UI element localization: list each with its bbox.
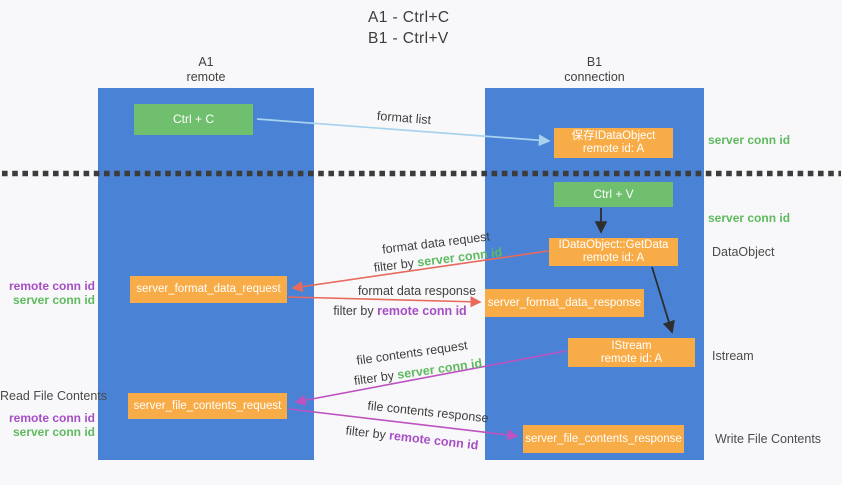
server-format-data-request-label: server_format_data_request (136, 283, 281, 295)
remote-conn-id-annotation-1: remote conn id (8, 279, 95, 293)
server-file-contents-response-label: server_file_contents_response (525, 432, 682, 445)
server-format-data-response-box: server_format_data_response (485, 289, 644, 317)
server-conn-id-annotation-left-1: server conn id (12, 293, 95, 307)
lifeline-a1-name: A1 (198, 55, 214, 69)
title-line-ctrl-c: A1 - Ctrl+C (368, 9, 450, 26)
arrow-getdata-to-istream (651, 266, 675, 334)
filter-by-remote-conn-id-label-1: filter by remote conn id (333, 304, 466, 318)
arrow-format-list (256, 118, 551, 147)
save-idataobject-box: 保存IDataObject remote id: A (554, 128, 673, 158)
arrow-format-data-request (291, 250, 549, 293)
idataobject-getdata-line2: remote id: A (582, 252, 645, 264)
format-data-response-label: format data response (357, 284, 477, 298)
arrow-file-contents-request (294, 350, 567, 406)
arrow-format-data-response (287, 296, 482, 308)
lifeline-a1-role: remote (186, 70, 226, 84)
ctrl-v-label: Ctrl + V (593, 187, 634, 201)
idataobject-getdata-line1: IDataObject::GetData (558, 239, 669, 251)
server-conn-id-annotation-left-2: server conn id (12, 425, 95, 439)
filter-by-text: filter by (333, 304, 378, 318)
lifeline-header-a1: A1 remote (98, 55, 314, 85)
server-file-contents-response-box: server_file_contents_response (523, 425, 684, 453)
save-idataobject-line1: 保存IDataObject (571, 130, 656, 142)
server-format-data-response-label: server_format_data_response (487, 296, 642, 309)
istream-line1: IStream (611, 339, 652, 352)
server-conn-id-annotation-mid: server conn id (708, 211, 791, 225)
server-file-contents-request-box: server_file_contents_request (128, 393, 287, 419)
arrow-file-contents-response (288, 408, 519, 441)
write-file-contents-annotation: Write File Contents (715, 432, 822, 446)
lifeline-b1-role: connection (564, 70, 625, 84)
server-file-contents-request-label: server_file_contents_request (133, 399, 282, 412)
istream-line2: remote id: A (600, 352, 663, 365)
read-file-contents-annotation: Read File Contents (0, 389, 108, 403)
remote-conn-id-annotation-2: remote conn id (8, 411, 95, 425)
istream-annotation: Istream (712, 349, 754, 363)
save-idataobject-line2: remote id: A (582, 143, 645, 155)
server-conn-id-annotation-top: server conn id (708, 133, 791, 147)
remote-conn-id-text: remote conn id (377, 304, 467, 318)
ctrl-c-label: Ctrl + C (172, 112, 214, 126)
diagram-title: A1 - Ctrl+C B1 - Ctrl+V (368, 7, 449, 49)
lifeline-header-b1: B1 connection (485, 55, 704, 85)
ctrl-v-key-box: Ctrl + V (554, 182, 673, 207)
ctrl-c-key-box: Ctrl + C (134, 104, 253, 135)
lifeline-b1-name: B1 (586, 55, 603, 69)
idataobject-getdata-box: IDataObject::GetData remote id: A (549, 238, 678, 266)
server-format-data-request-box: server_format_data_request (130, 276, 287, 303)
title-line-ctrl-v: B1 - Ctrl+V (368, 30, 449, 47)
istream-box: IStream remote id: A (568, 338, 695, 367)
dataobject-annotation: DataObject (712, 245, 775, 259)
